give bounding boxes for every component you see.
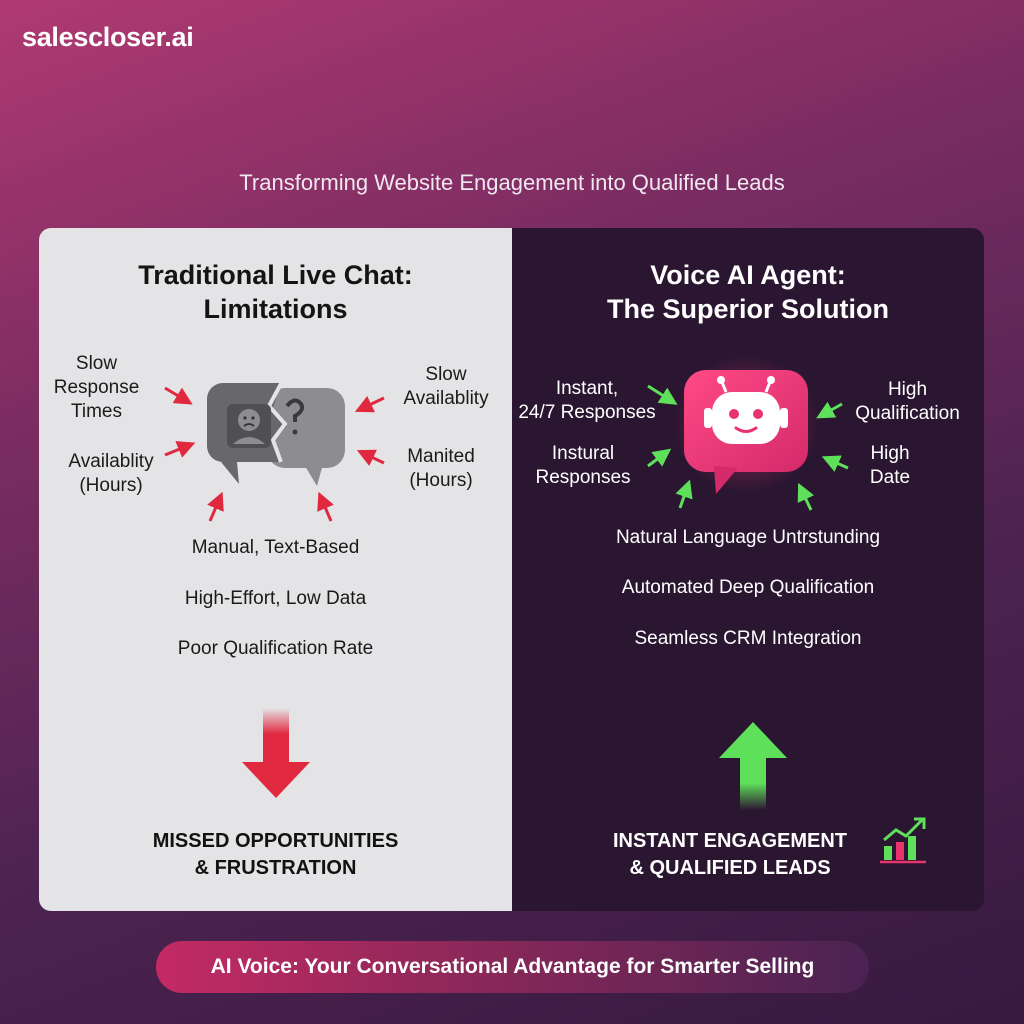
right-feature-3: Seamless CRM Integration [634,628,862,649]
outcome-line: & QUALIFIED LEADS [629,857,831,879]
label-instural: Instural Responses [528,442,638,490]
red-arrows-group [164,386,385,522]
arrow-red [354,396,385,413]
label-line: High [870,443,910,464]
left-feature-3: Poor Qualification Rate [177,638,374,659]
label-high-qualification: High Qualification [840,378,975,426]
arrow-green [647,384,678,405]
label-line: (Hours) [409,470,473,491]
label-line: Slow [75,353,118,374]
right-feature-1: Natural Language Untrstunding [615,527,881,548]
outcome-line: & FRUSTRATION [194,857,357,879]
green-arrows-group [647,384,849,511]
left-outcome: MISSED OPPORTUNITIES & FRUSTRATION [39,828,512,882]
label-line: Responses [535,467,631,488]
arrow-red [164,441,196,458]
right-outcome: INSTANT ENGAGEMENT & QUALIFIED LEADS [494,828,966,882]
tagline-banner: AI Voice: Your Conversational Advantage … [156,941,869,993]
voice-ai-panel: Voice AI Agent: The Superior Solution In… [512,228,984,911]
label-high-date: High Date [855,442,925,490]
arrow-red [207,491,224,522]
right-title-line2: The Superior Solution [607,294,889,324]
right-panel-title: Voice AI Agent: The Superior Solution [512,258,984,326]
label-line: Date [869,467,911,488]
broken-chat-bubble-icon [207,379,345,486]
robot-chat-icon [674,356,818,494]
left-title-line1: Traditional Live Chat: [138,260,413,290]
arrow-green [821,455,849,472]
arrow-green [816,401,843,419]
arrow-red [317,491,334,522]
arrow-green [797,482,814,511]
label-slow-response: Slow Response Times [39,352,154,424]
page-subtitle: Transforming Website Engagement into Qua… [239,170,785,195]
label-line: Availablity [68,451,154,472]
outcome-line: MISSED OPPORTUNITIES [152,830,399,852]
outcome-line: INSTANT ENGAGEMENT [612,830,848,852]
right-title-line1: Voice AI Agent: [650,260,846,290]
left-title-line2: Limitations [203,294,348,324]
up-arrow-icon [719,722,787,810]
left-feature-2: High-Effort, Low Data [184,588,367,609]
label-line: 24/7 Responses [518,402,656,423]
right-feature-2: Automated Deep Qualification [621,577,875,598]
brand-logo: salescloser.ai [22,22,194,52]
label-slow-availability: Slow Availablity [391,363,501,411]
label-line: Instant, [555,378,619,399]
label-line: High [887,379,928,400]
traditional-chat-panel: Traditional Live Chat: Limitations Slow … [39,228,512,911]
arrow-green [647,448,672,468]
arrow-green [675,479,693,509]
label-line: Instural [551,443,615,464]
arrow-red [164,386,193,405]
label-manited-hours: Manited (Hours) [391,445,491,493]
left-panel-title: Traditional Live Chat: Limitations [39,258,512,326]
label-line: Response [53,377,140,398]
label-line: Manited [407,446,475,467]
label-line: Availablity [403,388,489,409]
label-line: (Hours) [79,475,143,496]
growth-chart-icon [880,817,926,864]
label-instant: Instant, 24/7 Responses [512,377,662,425]
label-line: Qualification [855,403,960,424]
label-line: Times [70,401,123,422]
label-availability-hours: Availablity (Hours) [51,450,171,498]
arrow-red [356,449,385,466]
left-feature-1: Manual, Text-Based [191,537,360,558]
label-line: Slow [425,364,467,385]
down-arrow-icon [242,708,310,798]
